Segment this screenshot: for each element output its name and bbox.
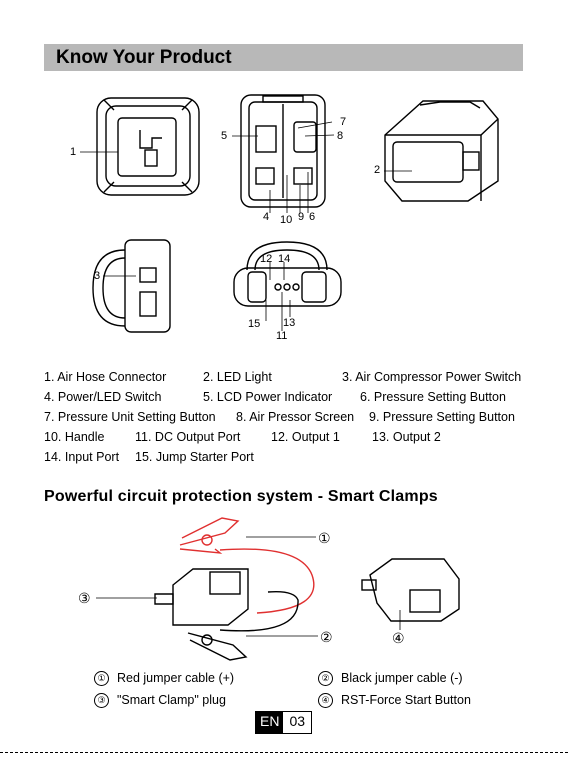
callout-7: 7 — [340, 116, 346, 128]
callout-14: 14 — [278, 253, 290, 265]
side-view-drawing — [93, 240, 170, 332]
clamp-callout-4: ④ — [392, 630, 405, 647]
isometric-view-drawing — [385, 101, 498, 201]
part-label: 15. Jump Starter Port — [135, 450, 254, 464]
part-label: 14. Input Port — [44, 450, 119, 464]
callout-3: 3 — [94, 270, 100, 282]
part-label: 8. Air Pressor Screen — [236, 410, 354, 424]
clamp-legend-item: ④ RST-Force Start Button — [318, 693, 471, 708]
page-badge: EN 03 — [255, 711, 312, 734]
legend-label: "Smart Clamp" plug — [117, 693, 226, 707]
callout-15: 15 — [248, 318, 260, 330]
clamp-legend-item: ② Black jumper cable (-) — [318, 671, 463, 686]
clamp-legend-item: ① Red jumper cable (+) — [94, 671, 234, 686]
callout-13: 13 — [283, 317, 295, 329]
legend-number: ③ — [94, 693, 109, 708]
part-label: 7. Pressure Unit Setting Button — [44, 410, 216, 424]
legend-label: Red jumper cable (+) — [117, 671, 234, 685]
callout-2: 2 — [374, 164, 380, 176]
callout-10: 10 — [280, 214, 292, 226]
legend-label: Black jumper cable (-) — [341, 671, 463, 685]
part-label: 12. Output 1 — [271, 430, 340, 444]
clamp-callout-2: ② — [320, 629, 333, 646]
page-number: 03 — [283, 712, 311, 733]
top-view-drawing — [234, 242, 341, 306]
legend-label: RST-Force Start Button — [341, 693, 471, 707]
smart-clamp-drawing — [155, 518, 459, 660]
part-label: 5. LCD Power Indicator — [203, 390, 332, 404]
clamps-section-title: Powerful circuit protection system - Sma… — [44, 488, 438, 506]
leader-lines — [80, 122, 412, 331]
part-label: 4. Power/LED Switch — [44, 390, 161, 404]
part-label: 3. Air Compressor Power Switch — [342, 370, 521, 384]
callout-5: 5 — [221, 130, 227, 142]
part-label: 1. Air Hose Connector — [44, 370, 166, 384]
callout-4: 4 — [263, 211, 269, 223]
clamp-legend-item: ③ "Smart Clamp" plug — [94, 693, 226, 708]
legend-number: ① — [94, 671, 109, 686]
part-label: 10. Handle — [44, 430, 104, 444]
back-view-drawing — [97, 98, 199, 195]
callout-9: 9 — [298, 211, 304, 223]
part-label: 11. DC Output Port — [135, 430, 240, 444]
front-view-drawing — [241, 95, 325, 207]
callout-11: 11 — [276, 330, 287, 342]
clamp-callout-3: ③ — [78, 590, 91, 607]
callout-6: 6 — [309, 211, 315, 223]
part-label: 13. Output 2 — [372, 430, 441, 444]
callout-12: 12 — [260, 253, 272, 265]
legend-number: ④ — [318, 693, 333, 708]
callout-1: 1 — [70, 146, 76, 158]
part-label: 6. Pressure Setting Button — [360, 390, 506, 404]
part-label: 9. Pressure Setting Button — [369, 410, 515, 424]
part-label: 2. LED Light — [203, 370, 272, 384]
callout-8: 8 — [337, 130, 343, 142]
legend-number: ② — [318, 671, 333, 686]
clamp-callout-1: ① — [318, 530, 331, 547]
language-code: EN — [256, 712, 283, 733]
cut-line — [0, 752, 568, 753]
